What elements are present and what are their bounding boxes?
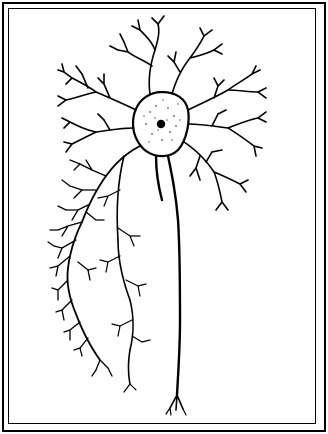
dendrites-middle <box>98 156 150 392</box>
dendrites-left-upper <box>58 64 136 152</box>
dendrites-top <box>110 16 222 94</box>
axon <box>156 156 186 415</box>
nucleus <box>157 120 165 128</box>
dendrites-right <box>184 66 266 210</box>
dendrites-left-lower <box>48 146 140 376</box>
